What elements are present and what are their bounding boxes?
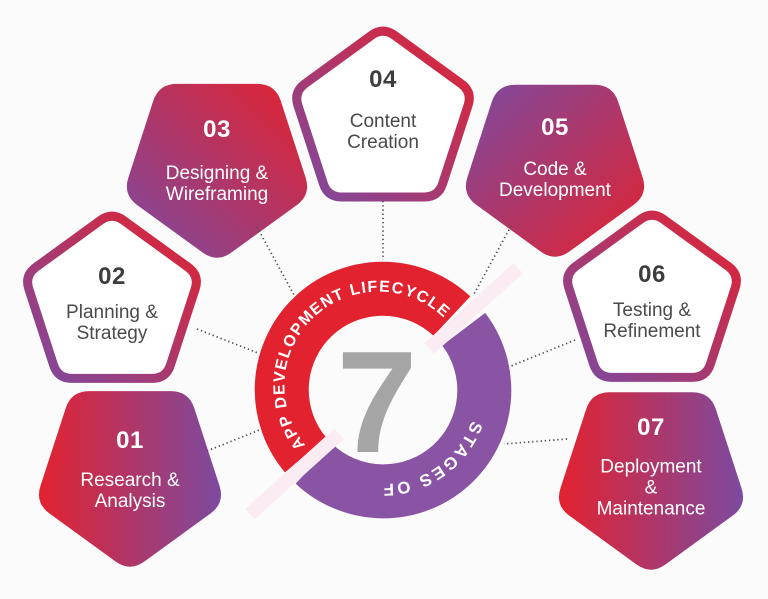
ring-red-arc: [254, 261, 471, 473]
stage-07-number: 07: [637, 414, 665, 441]
connector-stage-03: [256, 226, 295, 296]
stage-01-number: 01: [116, 427, 144, 454]
stage-01-label: Research & Analysis: [80, 470, 180, 512]
stage-02-number: 02: [98, 263, 126, 290]
connector-stage-05: [472, 225, 512, 297]
stage-04-pentagon: [292, 26, 474, 202]
stage-07-label: Deployment & Maintenance: [596, 456, 706, 520]
stage-07-pentagon: [558, 392, 744, 570]
stage-05-label: Code & Development: [499, 159, 611, 201]
connector-stage-07: [503, 438, 568, 445]
connector-stage-01: [206, 428, 263, 452]
connector-lines: [196, 201, 576, 452]
stage-06-label: Testing & Refinement: [603, 300, 701, 342]
stage-06-number: 06: [638, 261, 666, 288]
ring-gap-stripe-top-right: [424, 263, 523, 354]
stage-06-pentagon: [563, 210, 741, 382]
ring-gap-stripe-bottom-left: [245, 428, 344, 520]
stage-03-pentagon: [126, 83, 308, 258]
ring-purple-arc: [295, 312, 512, 519]
connector-stage-06: [510, 339, 576, 367]
stage-05-pentagon: [465, 84, 645, 257]
stage-01-pentagon: [38, 391, 222, 567]
stage-05-number: 05: [541, 114, 569, 141]
connector-stage-02: [196, 328, 259, 354]
stage-02-pentagon: [23, 211, 201, 383]
stage-04-number: 04: [369, 66, 397, 93]
center-number: 7: [337, 321, 418, 483]
stage-pentagons: [23, 26, 744, 570]
stage-02-label: Planning & Strategy: [66, 302, 158, 344]
center-ring: APP DEVELOPMENT LIFECYCLE STAGES OF 7: [245, 261, 523, 520]
stage-04-label: Content Creation: [347, 111, 419, 153]
stage-03-number: 03: [203, 116, 231, 143]
stage-03-label: Designing & Wireframing: [165, 163, 269, 205]
